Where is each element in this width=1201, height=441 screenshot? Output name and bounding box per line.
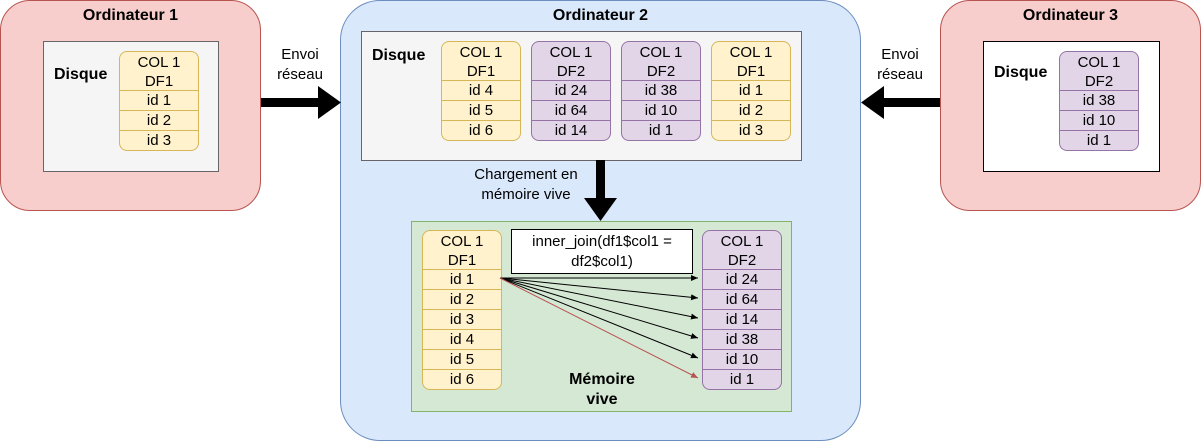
computer-2-title: Ordinateur 2 xyxy=(552,7,649,24)
network-arrow-left xyxy=(261,86,341,119)
table-row: id 1 xyxy=(711,81,791,101)
table-row: id 3 xyxy=(711,121,791,141)
table-row: id 1 xyxy=(702,370,782,390)
table-row: id 64 xyxy=(531,101,611,121)
table-row: id 2 xyxy=(711,101,791,121)
table-row: id 1 xyxy=(621,121,701,141)
computer-3-title: Ordinateur 3 xyxy=(1022,7,1119,24)
table-row: id 5 xyxy=(441,101,521,121)
table-row: id 38 xyxy=(702,330,782,350)
table-row: id 14 xyxy=(702,310,782,330)
table-row: id 24 xyxy=(531,81,611,101)
table-row: id 3 xyxy=(422,310,502,330)
table-row: id 1 xyxy=(1059,131,1139,151)
table-row: id 64 xyxy=(702,290,782,310)
table-row: id 5 xyxy=(422,350,502,370)
table-row: id 14 xyxy=(531,121,611,141)
table-row: id 24 xyxy=(702,270,782,290)
computer-1-title: Ordinateur 1 xyxy=(82,7,179,24)
disk-label: Disque xyxy=(54,66,108,83)
table-row: id 1 xyxy=(119,91,199,111)
table-row: id 2 xyxy=(119,111,199,131)
table-row: id 1 xyxy=(422,270,502,290)
table-row: id 4 xyxy=(441,81,521,101)
table-row: id 3 xyxy=(119,131,199,151)
table-row: id 38 xyxy=(1059,91,1139,111)
network-arrow-right xyxy=(861,86,940,119)
disk-label: Disque xyxy=(372,47,426,64)
inner-join-function: inner_join(df1$col1 =df2$col1) xyxy=(511,229,693,274)
table-row: id 10 xyxy=(621,101,701,121)
disk-label: Disque xyxy=(994,64,1048,81)
table-row: id 10 xyxy=(1059,111,1139,131)
table-row: id 10 xyxy=(702,350,782,370)
table-row: id 38 xyxy=(621,81,701,101)
table-row: id 6 xyxy=(422,370,502,390)
table-row: id 2 xyxy=(422,290,502,310)
table-row: id 6 xyxy=(441,121,521,141)
table-row: id 4 xyxy=(422,330,502,350)
